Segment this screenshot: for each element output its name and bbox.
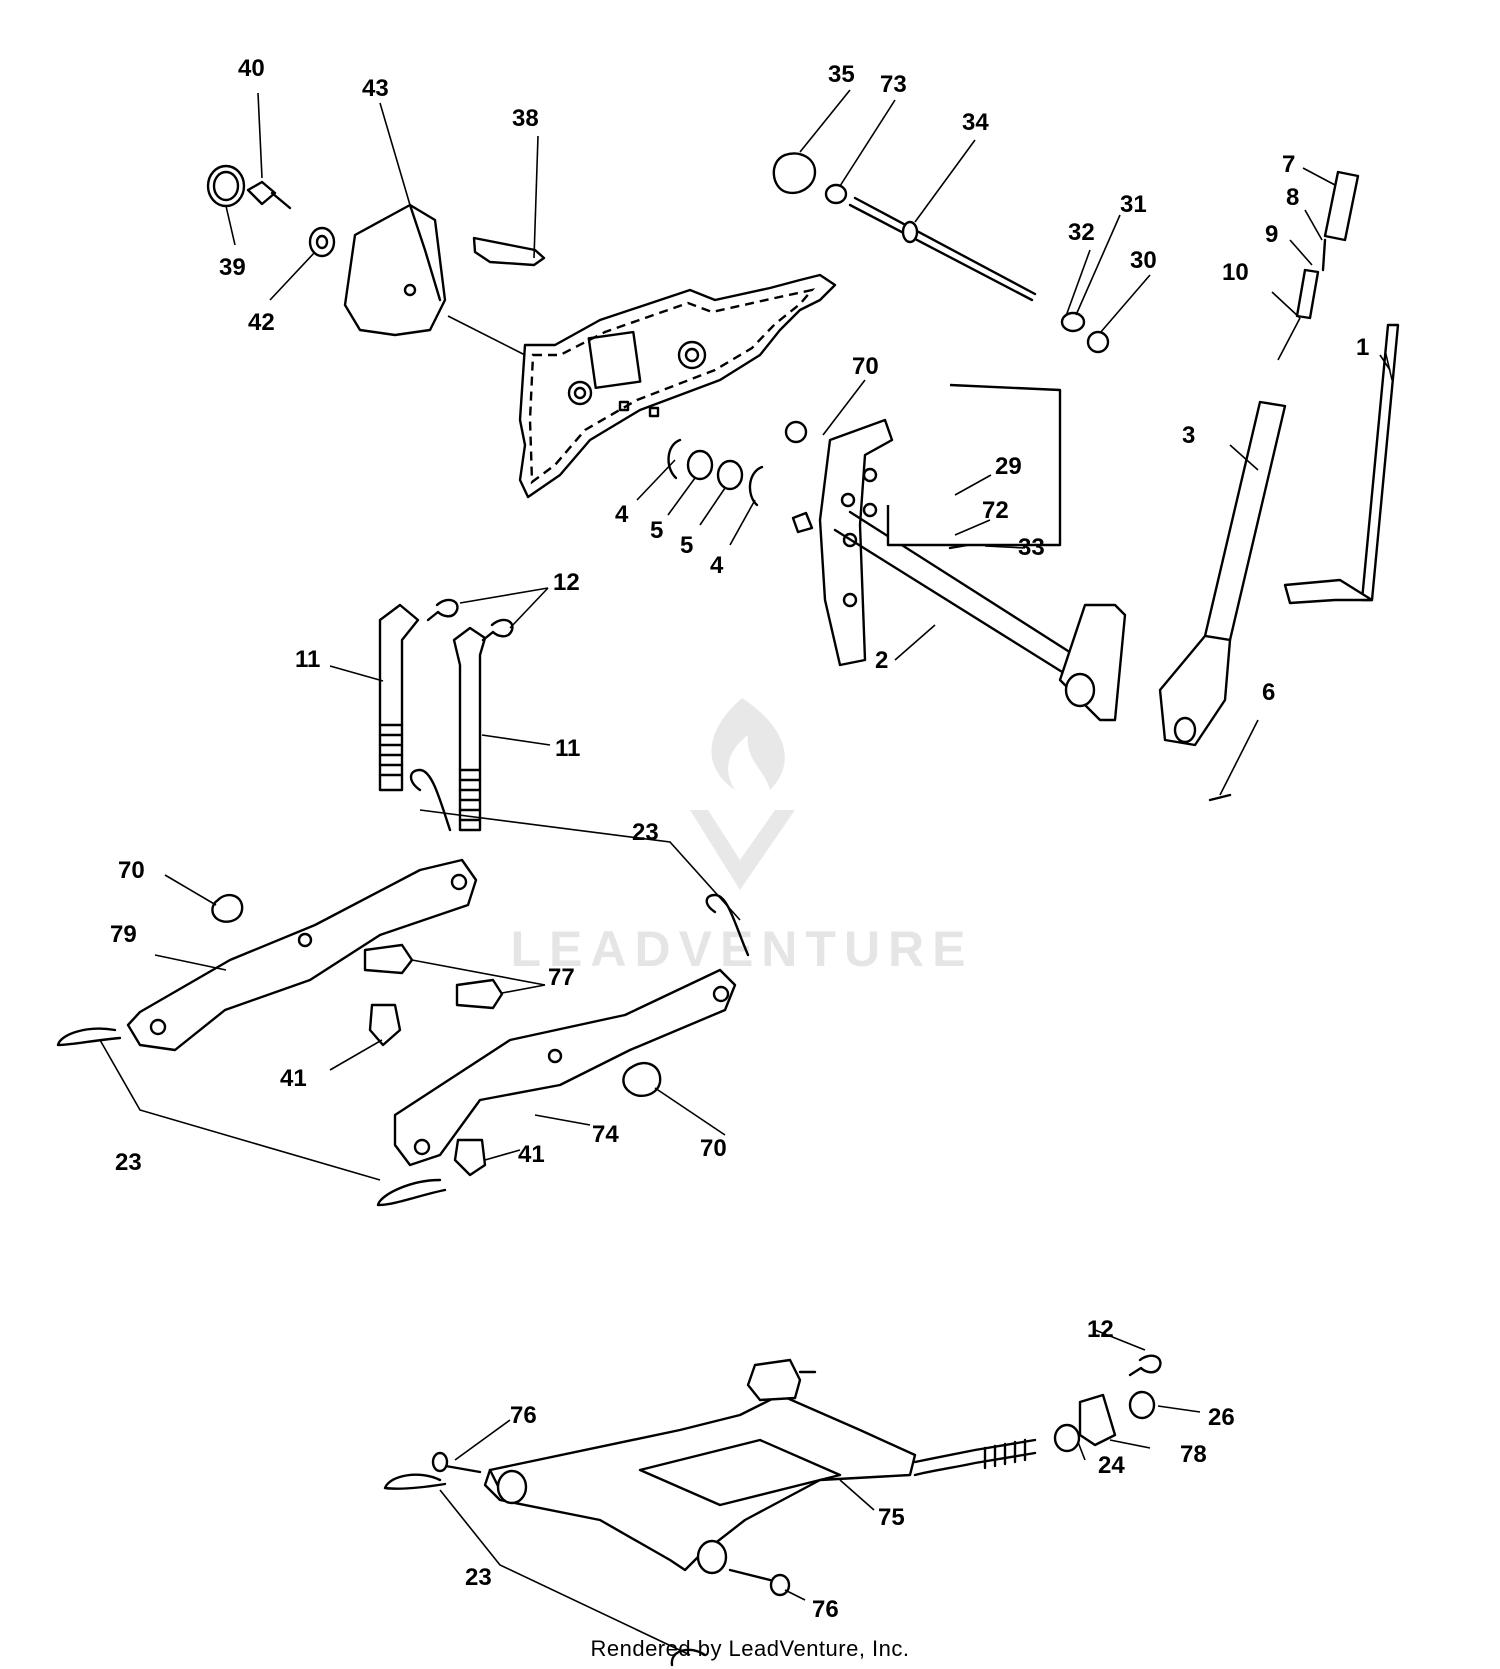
lift-arms [126, 858, 737, 1177]
callout-26: 26 [1208, 1404, 1235, 1431]
callout-11-right: 11 [555, 735, 580, 762]
watermark-v-icon [690, 810, 795, 890]
callout-35: 35 [828, 61, 855, 88]
lift-shaft [784, 383, 1127, 722]
callout-12-lower: 12 [1087, 1316, 1114, 1343]
callout-43: 43 [362, 75, 389, 102]
callout-40: 40 [238, 55, 265, 82]
callout-70-right: 70 [700, 1135, 727, 1162]
frame-bracket [518, 273, 837, 499]
callout-10: 10 [1222, 259, 1249, 286]
callout-77: 77 [548, 964, 575, 991]
callout-5-right: 5 [680, 532, 693, 559]
callout-34: 34 [962, 109, 989, 136]
callout-6: 6 [1262, 679, 1275, 706]
seat-knob [206, 164, 447, 337]
callout-23-lower: 23 [465, 1564, 492, 1591]
callout-76-lower: 76 [812, 1596, 839, 1623]
callout-76-upper: 76 [510, 1402, 537, 1429]
callout-4-left: 4 [615, 501, 629, 528]
callout-72: 72 [982, 497, 1009, 524]
callout-31: 31 [1120, 191, 1147, 218]
lift-links [378, 598, 514, 832]
render-credit: Rendered by LeadVenture, Inc. [590, 1636, 910, 1661]
callout-labels: 40 43 38 39 42 35 73 34 7 8 9 10 31 32 3… [110, 55, 1369, 1623]
callout-5-left: 5 [650, 517, 663, 544]
callout-24: 24 [1098, 1452, 1125, 1479]
lift-lever [1158, 170, 1400, 802]
watermark-flame-icon [711, 698, 785, 790]
callout-41-left: 41 [280, 1065, 307, 1092]
callout-79: 79 [110, 921, 137, 948]
callout-23-left: 23 [115, 1149, 142, 1176]
callout-2: 2 [875, 647, 888, 674]
callout-12-upper: 12 [553, 569, 580, 596]
callout-41-right: 41 [518, 1141, 545, 1168]
callout-75: 75 [878, 1504, 905, 1531]
callout-1: 1 [1356, 334, 1369, 361]
callout-70-left: 70 [118, 857, 145, 884]
callout-42: 42 [248, 309, 275, 336]
callout-33: 33 [1018, 534, 1045, 561]
callout-7: 7 [1282, 151, 1295, 178]
front-hanger [431, 1354, 1162, 1597]
callout-9: 9 [1265, 221, 1278, 248]
callout-30: 30 [1130, 247, 1157, 274]
callout-32: 32 [1068, 219, 1095, 246]
watermark-text: LEADVENTURE [510, 921, 973, 977]
callout-38: 38 [512, 105, 539, 132]
callout-73: 73 [880, 71, 907, 98]
callout-70-shaft: 70 [852, 353, 879, 380]
callout-74: 74 [592, 1121, 619, 1148]
callout-3: 3 [1182, 422, 1195, 449]
callout-78: 78 [1180, 1441, 1207, 1468]
callout-29: 29 [995, 453, 1022, 480]
shaft-rings [667, 438, 764, 507]
callout-39: 39 [219, 254, 246, 281]
leader-lines [99, 89, 1393, 1656]
callout-23-upper: 23 [632, 819, 659, 846]
adjustment-rod [772, 152, 1110, 354]
callout-8: 8 [1286, 184, 1299, 211]
callout-4-right: 4 [710, 552, 724, 579]
callout-11-left: 11 [295, 646, 320, 673]
